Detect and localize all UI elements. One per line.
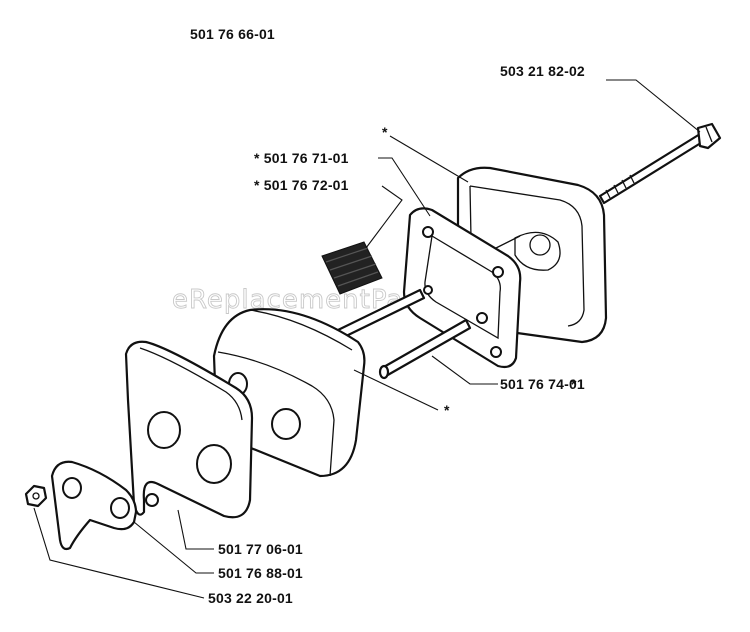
label-bracket: 501 76 88-01 <box>218 565 303 581</box>
label-plate: 501 77 06-01 <box>218 541 303 557</box>
label-nut: 503 22 20-01 <box>208 590 293 606</box>
label-studs: 501 76 74-01 <box>500 376 585 392</box>
label-star-housing: * <box>382 124 388 140</box>
label-part-7172: * 501 76 72-01 <box>254 177 349 193</box>
gasket <box>402 207 522 369</box>
bracket <box>50 460 159 551</box>
plate <box>124 340 254 519</box>
nut <box>24 484 48 508</box>
leader-lines <box>33 79 701 599</box>
label-top-part: 501 76 66-01 <box>190 26 275 42</box>
label-star-front: * <box>444 402 450 418</box>
label-bolt: 503 21 82-02 <box>500 63 585 79</box>
filter-pad <box>321 241 383 295</box>
studs <box>336 288 472 380</box>
label-studs-star: * <box>571 376 577 392</box>
bolt <box>598 122 722 205</box>
label-part-7171: * 501 76 71-01 <box>254 150 349 166</box>
